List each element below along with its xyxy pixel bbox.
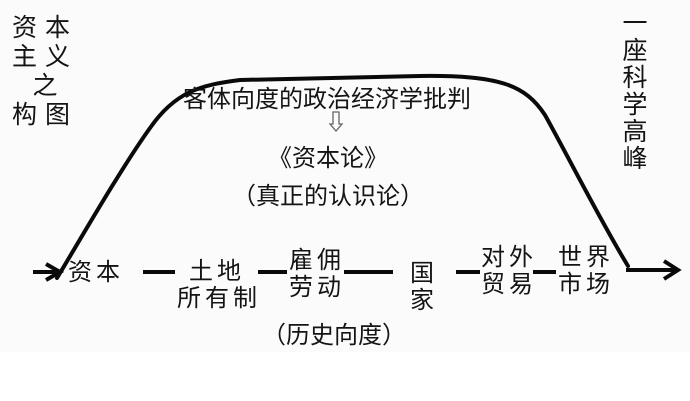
- node-label: 国: [410, 259, 434, 287]
- arch-curve: [55, 73, 630, 280]
- critique-label: 客体向度的政治经济学批判: [183, 85, 471, 113]
- right-title-char: 峰: [622, 144, 648, 173]
- node-label: 劳动: [289, 273, 345, 301]
- left-title-line-1: 资本: [11, 13, 78, 42]
- node-label: 贸易: [481, 270, 537, 298]
- right-title-char: 高: [622, 117, 648, 146]
- node-label: 资本: [68, 258, 124, 286]
- node-label: 土地: [189, 257, 245, 285]
- right-title-char: 学: [622, 90, 648, 119]
- node-label: 雇佣: [289, 246, 345, 274]
- book-note: （真正的认识论）: [232, 182, 424, 210]
- node-label: 所有制: [177, 284, 261, 312]
- timeline-node-capital: 资本: [68, 259, 124, 286]
- diagram-background: [0, 0, 690, 352]
- node-label: 对外: [481, 243, 537, 271]
- entry-arrow-head: [45, 262, 65, 282]
- left-title-line-2: 主义: [11, 42, 78, 71]
- node-label: 市场: [558, 270, 614, 298]
- exit-arrow-head: [662, 259, 682, 281]
- hollow-down-arrow-icon: [328, 111, 344, 132]
- right-title-char: 科: [622, 63, 648, 92]
- historical-caption: （历史向度）: [262, 321, 406, 349]
- timeline-node-wage-labor: 雇佣 劳动: [288, 247, 346, 301]
- right-title: 一 座 科 学 高 峰: [620, 10, 650, 172]
- right-title-char: 座: [622, 36, 648, 65]
- node-label: 世界: [558, 243, 614, 271]
- right-title-char: 一: [622, 9, 648, 38]
- book-title: 《资本论》: [268, 144, 388, 172]
- timeline-node-foreign-trade: 对外 贸易: [481, 244, 535, 298]
- timeline-node-state: 国 家: [407, 260, 437, 314]
- timeline-node-land-ownership: 土地 所有制: [177, 258, 257, 312]
- node-label: 家: [410, 286, 434, 314]
- left-title: 资本 主义 之 构图: [5, 13, 85, 129]
- timeline-node-world-market: 世界 市场: [557, 244, 615, 298]
- left-title-line-3: 之: [32, 71, 58, 100]
- left-title-line-4: 构图: [11, 100, 78, 129]
